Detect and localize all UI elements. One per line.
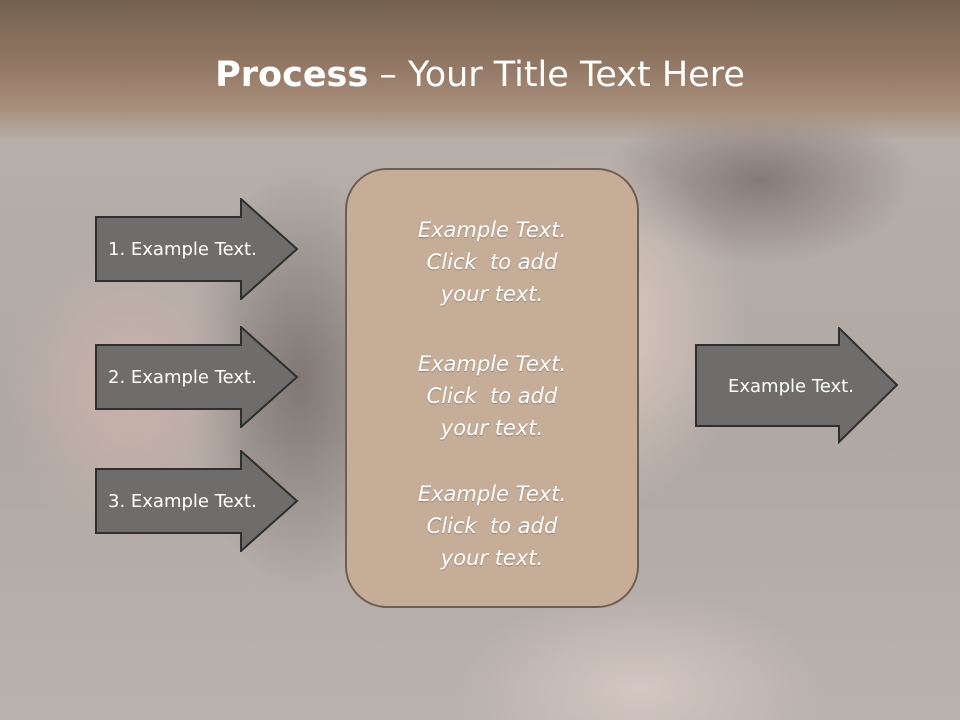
- block-line: Click to add: [426, 514, 558, 538]
- output-arrow[interactable]: Example Text.: [695, 327, 899, 445]
- block-line: Example Text.: [417, 352, 567, 376]
- block-line: your text.: [440, 282, 544, 306]
- process-arrow-2[interactable]: 2. Example Text.: [95, 326, 299, 428]
- arrow-shape: [95, 450, 299, 552]
- block-line: your text.: [440, 416, 544, 440]
- title-bar: [0, 0, 960, 140]
- title-rest: – Your Title Text Here: [368, 55, 745, 95]
- process-arrow-3[interactable]: 3. Example Text.: [95, 450, 299, 552]
- block-line: Click to add: [426, 250, 558, 274]
- block-line: Click to add: [426, 384, 558, 408]
- arrow-shape: [95, 326, 299, 428]
- arrow-label: 1. Example Text.: [108, 238, 257, 260]
- arrow-label: Example Text.: [728, 375, 854, 397]
- text-block-3[interactable]: Example Text. Click to add your text.: [347, 478, 637, 574]
- arrow-label: 3. Example Text.: [108, 490, 257, 512]
- center-text-box[interactable]: Example Text. Click to add your text. Ex…: [345, 168, 639, 608]
- block-line: Example Text.: [417, 218, 567, 242]
- arrow-label: 2. Example Text.: [108, 366, 257, 388]
- title-bold: Process: [215, 55, 369, 95]
- arrow-shape: [695, 327, 899, 445]
- arrow-shape: [95, 198, 299, 300]
- text-block-1[interactable]: Example Text. Click to add your text.: [347, 214, 637, 310]
- process-arrow-1[interactable]: 1. Example Text.: [95, 198, 299, 300]
- block-line: Example Text.: [417, 482, 567, 506]
- block-line: your text.: [440, 546, 544, 570]
- text-block-2[interactable]: Example Text. Click to add your text.: [347, 348, 637, 444]
- slide-title[interactable]: Process – Your Title Text Here: [0, 54, 960, 96]
